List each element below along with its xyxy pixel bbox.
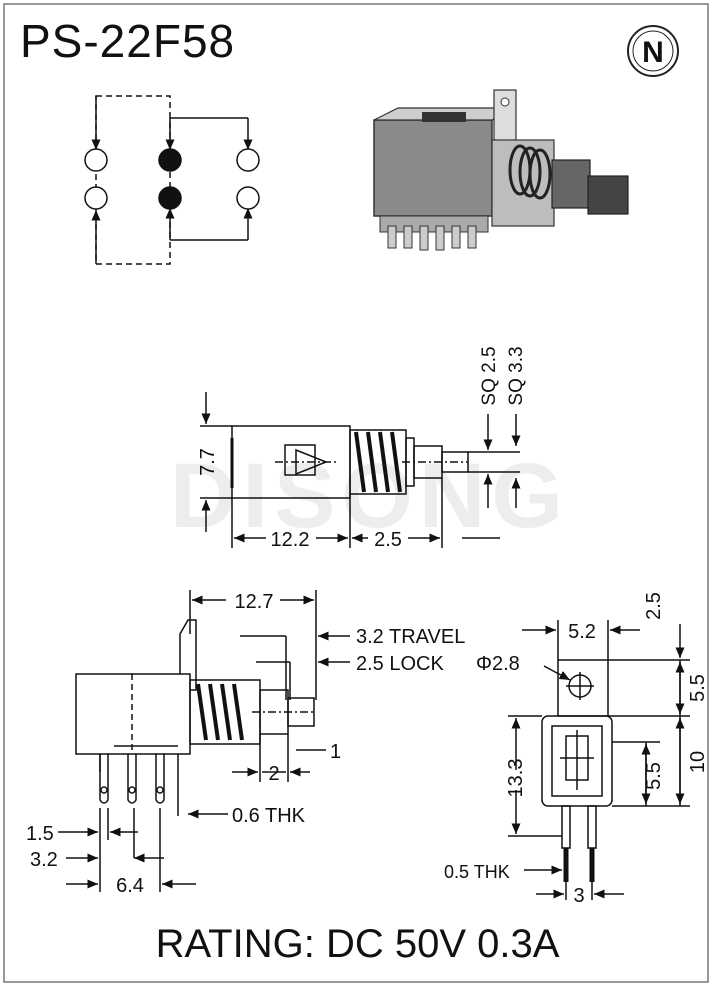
terminal-open (84, 186, 108, 210)
dim-2: 2 (268, 763, 279, 785)
dim-pin-3-2: 3.2 (30, 849, 58, 871)
circuit-schematic (84, 95, 260, 265)
dim-diameter-2-8: Φ2.8 (476, 653, 520, 675)
rating-text: RATING: DC 50V 0.3A (155, 922, 560, 966)
dim-13-3: 13.3 (505, 759, 527, 798)
terminal-common (158, 148, 182, 172)
dim-sq-3-3: SQ 3.3 (506, 346, 527, 405)
dim-5-5-lower: 5.5 (643, 762, 665, 790)
dim-5-5-upper: 5.5 (687, 674, 709, 702)
side-view-drawing (58, 590, 350, 892)
part-number-title: PS-22F58 (20, 15, 236, 67)
dim-pin-spacing-3: 3 (573, 885, 584, 907)
dim-pitch-6-4: 6.4 (116, 875, 144, 897)
front-view-drawing (508, 620, 690, 900)
dim-pin-thickness: 0.6 THK (232, 805, 306, 827)
top-view-drawing (200, 392, 521, 548)
dim-lock: 2.5 LOCK (356, 653, 444, 675)
dim-height-7-7: 7.7 (197, 448, 219, 476)
terminal-common (158, 186, 182, 210)
dim-pin-thickness-0-5: 0.5 THK (444, 862, 510, 882)
switch-illustration (373, 89, 629, 251)
dim-pin-1-5: 1.5 (26, 823, 54, 845)
dim-length-12-7: 12.7 (235, 591, 274, 613)
page-border (3, 3, 709, 983)
brand-mark: N (642, 36, 664, 69)
dim-travel: 3.2 TRAVEL (356, 626, 465, 648)
terminal-open (236, 186, 260, 210)
dim-1: 1 (330, 741, 341, 763)
brand-logo-icon: N (627, 25, 679, 77)
terminal-open (236, 148, 260, 172)
terminal-open (84, 148, 108, 172)
dim-width-5-2: 5.2 (568, 621, 596, 643)
dim-width-2-5: 2.5 (374, 529, 402, 551)
dim-width-12-2: 12.2 (271, 529, 310, 551)
dim-10: 10 (687, 751, 709, 773)
dim-sq-2-5: SQ 2.5 (479, 346, 500, 405)
dim-2-5-vertical: 2.5 (643, 592, 665, 620)
watermark-text: DISONG (170, 445, 569, 547)
